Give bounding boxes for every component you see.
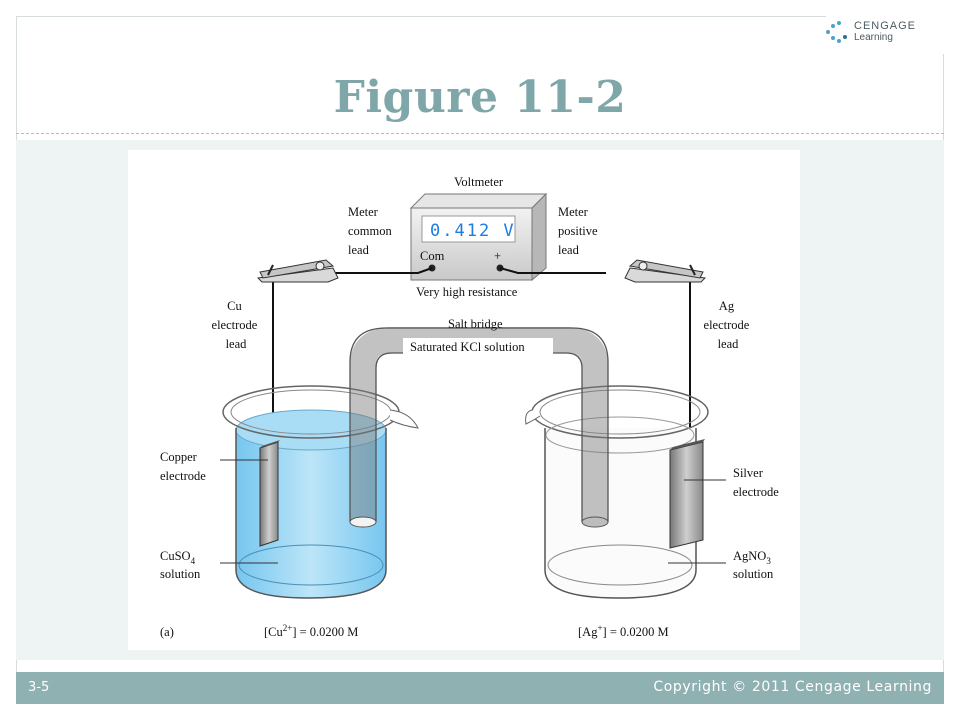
title-divider xyxy=(16,133,944,134)
com-terminal-label: Com xyxy=(420,249,445,263)
copper-electrode xyxy=(259,440,280,547)
silver-beaker xyxy=(525,385,709,599)
cu-electrode-lead-label: Cu electrode lead xyxy=(212,299,261,351)
voltmeter-display xyxy=(421,215,516,243)
copper-beaker xyxy=(222,385,419,599)
logo-line2: Learning xyxy=(854,32,893,43)
voltmeter-reading: 0.412 V xyxy=(430,221,516,241)
ag-concentration-label: [Ag+] = 0.0200 M xyxy=(578,623,669,639)
page-number: 3-5 xyxy=(28,680,50,695)
cu-concentration-label: [Cu2+] = 0.0200 M xyxy=(264,623,358,639)
slide-title: Figure 11-2 xyxy=(333,72,627,123)
salt-bridge xyxy=(349,327,609,528)
voltmeter: 0.412 V Com + xyxy=(409,192,548,282)
logo-line1: CENGAGE xyxy=(854,20,917,32)
agno3-solution-label: AgNO3 solution xyxy=(733,549,774,581)
cuso4-solution-label: CuSO4 solution xyxy=(160,549,201,581)
plus-terminal-label: + xyxy=(494,249,501,263)
voltmeter-label: Voltmeter xyxy=(454,175,504,189)
silver-electrode-label: Silver electrode xyxy=(733,466,779,499)
callout-lines xyxy=(220,459,726,564)
galvanic-cell-figure: 0.412 V Com + Voltmeter Very high resist… xyxy=(128,150,800,650)
ag-electrode-lead-label: Ag electrode lead xyxy=(704,299,753,351)
slide-footer: 3-5 Copyright © 2011 Cengage Learning xyxy=(16,672,944,704)
resistance-label: Very high resistance xyxy=(416,285,518,299)
copper-electrode-label: Copper electrode xyxy=(160,450,206,483)
panel-label: (a) xyxy=(160,625,174,639)
silver-electrode xyxy=(669,439,705,549)
right-alligator-clip xyxy=(624,259,707,283)
lead-wires xyxy=(272,267,691,450)
left-alligator-clip xyxy=(256,259,339,283)
cengage-logo-icon xyxy=(826,21,848,43)
cengage-logo: CENGAGE Learning xyxy=(826,10,946,54)
meter-common-lead-label: Meter common lead xyxy=(348,205,395,257)
kcl-solution-label: Saturated KCl solution xyxy=(410,340,525,354)
salt-bridge-label: Salt bridge xyxy=(448,317,503,331)
copyright-text: Copyright © 2011 Cengage Learning xyxy=(653,679,932,695)
meter-positive-lead-label: Meter positive lead xyxy=(558,205,601,257)
